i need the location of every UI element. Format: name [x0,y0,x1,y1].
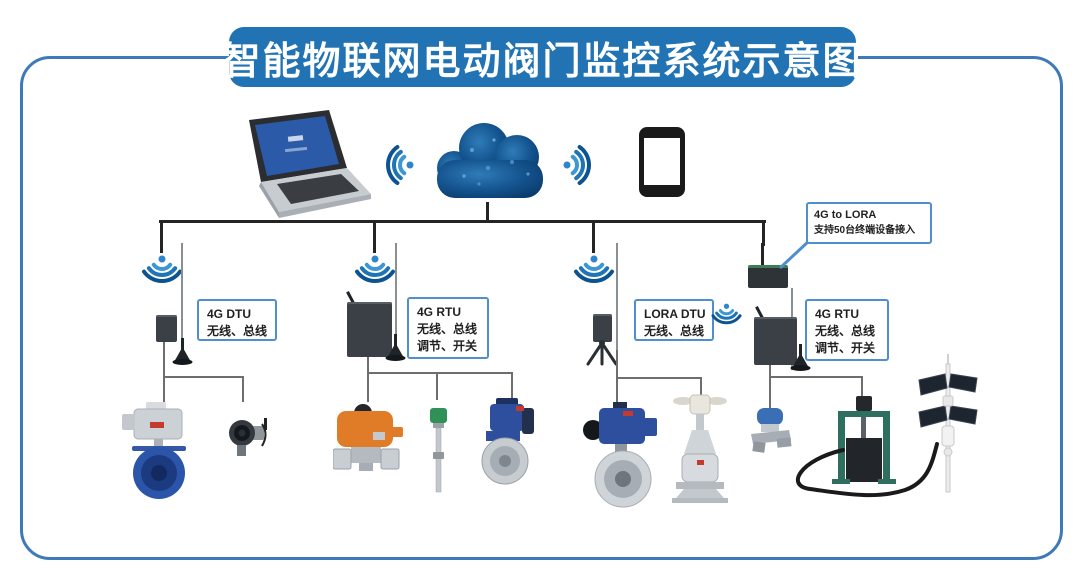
temperature-sensor-icon [430,408,447,493]
wifi-lora-link-icon [710,301,743,328]
cloud-icon [437,123,543,198]
label-line: 无线、总线 [644,324,705,338]
wifi-branch3-icon [572,252,616,288]
dtu1-device [156,315,177,342]
label-4g-rtu-1: 4G RTU 无线、总线 调节、开关 [407,297,489,359]
wifi-branch1-icon [140,252,184,288]
antenna-pole-3 [616,243,618,353]
wifi-branch2-icon [353,252,397,288]
suction-antenna-2-icon [385,334,406,361]
gateway-antenna [761,243,764,266]
branch2-wire [367,357,369,402]
antenna-pole-2 [395,243,397,335]
label-line: 4G DTU [207,307,252,321]
electric-gate-valve-icon [672,394,728,503]
label-line: 无线、总线 [417,322,478,336]
cloud-stem-wire [486,202,489,222]
pressure-transmitter-blue-icon [751,408,792,453]
label-line: 4G to LORA [814,209,877,221]
antenna-pole-1 [181,243,183,345]
branch2-wire [367,372,513,374]
gateway-4g-to-lora-device [748,265,788,288]
callout-tail [778,238,812,270]
power-cable [795,442,939,498]
label-line: 调节、开关 [815,341,876,355]
label-line: 4G RTU [417,305,462,319]
electric-butterfly-valve-large-icon [583,402,657,508]
branch4-wire [861,376,863,402]
branch3-wire [700,377,702,402]
label-line: 调节、开关 [417,339,478,353]
electric-ball-valve-orange-icon [333,404,403,471]
label-line: LORA DTU [644,307,706,321]
branch1-wire [163,342,165,402]
label-line: 4G RTU [815,307,860,321]
branch1-wire [163,376,244,378]
label-lora-dtu: LORA DTU 无线、总线 [634,299,714,341]
suction-antenna-1-icon [172,338,193,365]
wifi-left-icon [381,143,417,187]
branch2-wire [436,372,438,400]
tripod-antenna-icon [586,340,618,366]
drop-wire-4 [762,220,765,246]
label-4g-to-lora: 4G to LORA 支持50台终端设备接入 [806,202,932,244]
rtu2-device [754,317,797,365]
page-title: 智能物联网电动阀门监控系统示意图 [222,40,863,83]
label-4g-dtu: 4G DTU 无线、总线 [197,299,277,341]
smartphone-icon [639,127,685,197]
wireless-pressure-transmitter-icon [229,418,267,456]
title-banner: 智能物联网电动阀门监控系统示意图 [223,27,861,87]
branch1-wire [242,376,244,402]
branch3-wire [616,350,618,402]
laptop-icon [249,110,371,218]
label-4g-rtu-2: 4G RTU 无线、总线 调节、开关 [805,299,889,361]
lora-dtu-device [593,314,612,342]
electric-butterfly-valve-blue-icon [122,402,186,499]
main-bus-wire [159,220,766,223]
electric-valve-blue-icon [481,398,534,485]
branch4-wire [769,376,863,378]
branch2-wire [511,372,513,400]
drop-wire-1 [160,220,163,253]
electric-sluice-gate-icon [832,396,896,484]
label-line: 无线、总线 [207,324,268,338]
wifi-right-icon [560,143,596,187]
drop-wire-3 [592,220,595,253]
branch3-wire [616,377,702,379]
solar-power-pole-icon [918,354,978,493]
rtu1-device [347,302,392,357]
label-line: 无线、总线 [815,324,876,338]
drop-wire-2 [373,220,376,253]
branch4-wire [769,365,771,408]
label-line: 支持50台终端设备接入 [814,225,916,236]
